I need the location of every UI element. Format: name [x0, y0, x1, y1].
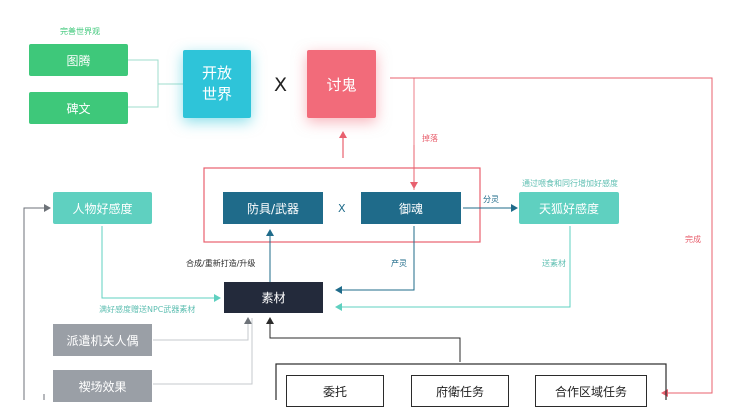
drop-label: 掉落 [422, 134, 438, 143]
coop-area-task-node: 合作区域任务 [535, 375, 647, 407]
produce-spirit-label: 产灵 [391, 259, 407, 268]
split-spirit-label: 分灵 [483, 195, 499, 204]
armor-weapon-node: 防具/武器 [223, 192, 323, 224]
open-world-node: 开放 世界 [183, 50, 251, 118]
send-material-label: 送素材 [542, 259, 566, 268]
purification-effect-node: 禊场效果 [53, 370, 152, 402]
taogui-label: 讨鬼 [326, 75, 357, 94]
yuhun-node: 御魂 [361, 192, 461, 224]
craft-label: 合成/重新打造/升级 [186, 259, 256, 268]
combine-x-top: X [274, 74, 288, 96]
dispatch-puppet-node: 派遣机关人偶 [53, 324, 152, 356]
worldview-caption: 完善世界观 [60, 27, 100, 36]
material-node: 素材 [224, 282, 323, 313]
inscription-node: 碑文 [29, 92, 128, 124]
complete-label: 完成 [685, 235, 701, 244]
fox-affinity-node: 天狐好感度 [519, 192, 619, 224]
combine-x-mid: X [338, 202, 346, 215]
npc-material-note: 满好感度赠送NPC武器素材 [99, 305, 196, 314]
character-affinity-node: 人物好感度 [53, 192, 152, 224]
totem-node: 图腾 [29, 44, 128, 76]
fox-affinity-caption: 通过喂食和同行增加好感度 [522, 179, 618, 188]
garrison-task-node: 府衛任务 [411, 375, 509, 407]
open-world-label: 开放 世界 [201, 64, 232, 103]
commission-node: 委托 [286, 375, 384, 407]
taogui-node: 讨鬼 [307, 50, 376, 118]
